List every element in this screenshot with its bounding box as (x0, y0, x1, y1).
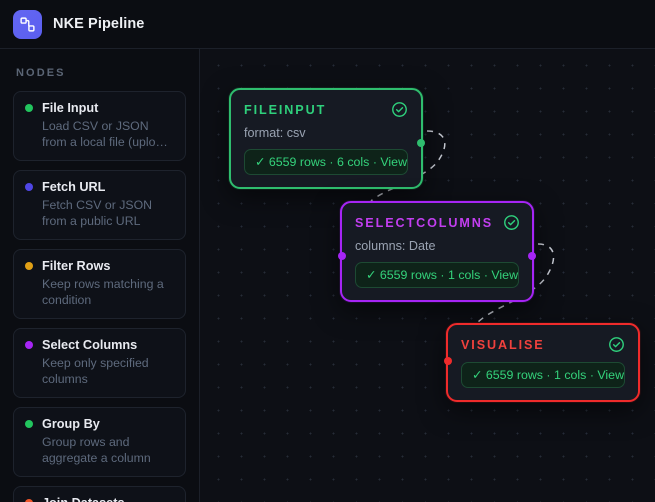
sidebar-item-description: Load CSV or JSON from a local file (uplo… (42, 119, 168, 149)
flow-node-title: VISUALISE (461, 337, 545, 352)
sidebar-item-join-datasets[interactable]: Join Datasets Join two tables on a key c… (13, 486, 186, 502)
sidebar-item-select-columns[interactable]: Select Columns Keep only specified colum… (13, 328, 186, 398)
sidebar-item-fetch-url[interactable]: Fetch URL Fetch CSV or JSON from a publi… (13, 170, 186, 240)
sidebar-item-file-input[interactable]: File Input Load CSV or JSON from a local… (13, 91, 186, 161)
check-circle-icon (391, 101, 408, 118)
flow-node-visualise[interactable]: VISUALISE ✓ 6559 rows · 1 cols · View (444, 323, 640, 402)
sidebar-item-label: Group By (42, 417, 100, 431)
flow-node-status-badge[interactable]: ✓ 6559 rows · 6 cols · View (244, 149, 408, 175)
sidebar-item-head: Group By (25, 417, 174, 431)
status-dot-icon (25, 420, 33, 428)
sidebar-item-head: Filter Rows (25, 259, 174, 273)
sidebar-item-description: Keep rows matching a condition (42, 277, 164, 307)
sidebar-item-head: Fetch URL (25, 180, 174, 194)
app-logo (13, 9, 42, 39)
output-handle[interactable] (417, 138, 425, 147)
sidebar-item-head: File Input (25, 101, 174, 115)
status-dot-icon (25, 104, 33, 112)
page-title: NKE Pipeline (53, 16, 145, 32)
sidebar-item-label: Filter Rows (42, 259, 111, 273)
flow-node-title: FILEINPUT (244, 102, 327, 117)
flow-node-header: FILEINPUT (244, 101, 408, 118)
sidebar-item-description: Group rows and aggregate a column (42, 435, 151, 465)
sidebar-item-filter-rows[interactable]: Filter Rows Keep rows matching a conditi… (13, 249, 186, 319)
flow-node-selectcolumns[interactable]: SELECTCOLUMNS columns: Date ✓ 6559 rows … (338, 201, 536, 302)
sidebar: NODES File Input Load CSV or JSON from a… (0, 49, 200, 502)
status-dot-icon (25, 499, 33, 502)
input-handle[interactable] (338, 251, 346, 260)
flow-node-status-badge[interactable]: ✓ 6559 rows · 1 cols · View (461, 362, 625, 388)
node-graph-icon (19, 16, 36, 33)
status-dot-icon (25, 183, 33, 191)
sidebar-item-description: Keep only specified columns (42, 356, 149, 386)
input-handle[interactable] (444, 357, 452, 366)
sidebar-item-head: Select Columns (25, 338, 174, 352)
flow-node-fileinput[interactable]: FILEINPUT format: csv ✓ 6559 rows · 6 co… (229, 88, 425, 189)
output-handle[interactable] (528, 251, 536, 260)
sidebar-item-description: Fetch CSV or JSON from a public URL (42, 198, 153, 228)
check-circle-icon (608, 336, 625, 353)
status-dot-icon (25, 262, 33, 270)
flow-node-subtitle: columns: Date (355, 239, 436, 253)
check-circle-icon (503, 214, 520, 231)
flow-node-status-badge[interactable]: ✓ 6559 rows · 1 cols · View (355, 262, 519, 288)
sidebar-item-head: Join Datasets (25, 496, 174, 502)
sidebar-item-label: Join Datasets (42, 496, 125, 502)
sidebar-item-group-by[interactable]: Group By Group rows and aggregate a colu… (13, 407, 186, 477)
sidebar-item-label: Select Columns (42, 338, 138, 352)
sidebar-item-label: Fetch URL (42, 180, 106, 194)
app-body: NODES File Input Load CSV or JSON from a… (0, 49, 655, 502)
flow-node-title: SELECTCOLUMNS (355, 215, 494, 230)
flow-node-header: VISUALISE (461, 336, 625, 353)
flow-node-subtitle: format: csv (244, 126, 306, 140)
sidebar-item-label: File Input (42, 101, 99, 115)
flow-canvas[interactable]: FILEINPUT format: csv ✓ 6559 rows · 6 co… (200, 49, 655, 502)
sidebar-heading: NODES (16, 67, 66, 79)
status-dot-icon (25, 341, 33, 349)
flow-node-header: SELECTCOLUMNS (355, 214, 519, 231)
app-header: NKE Pipeline (0, 0, 655, 49)
